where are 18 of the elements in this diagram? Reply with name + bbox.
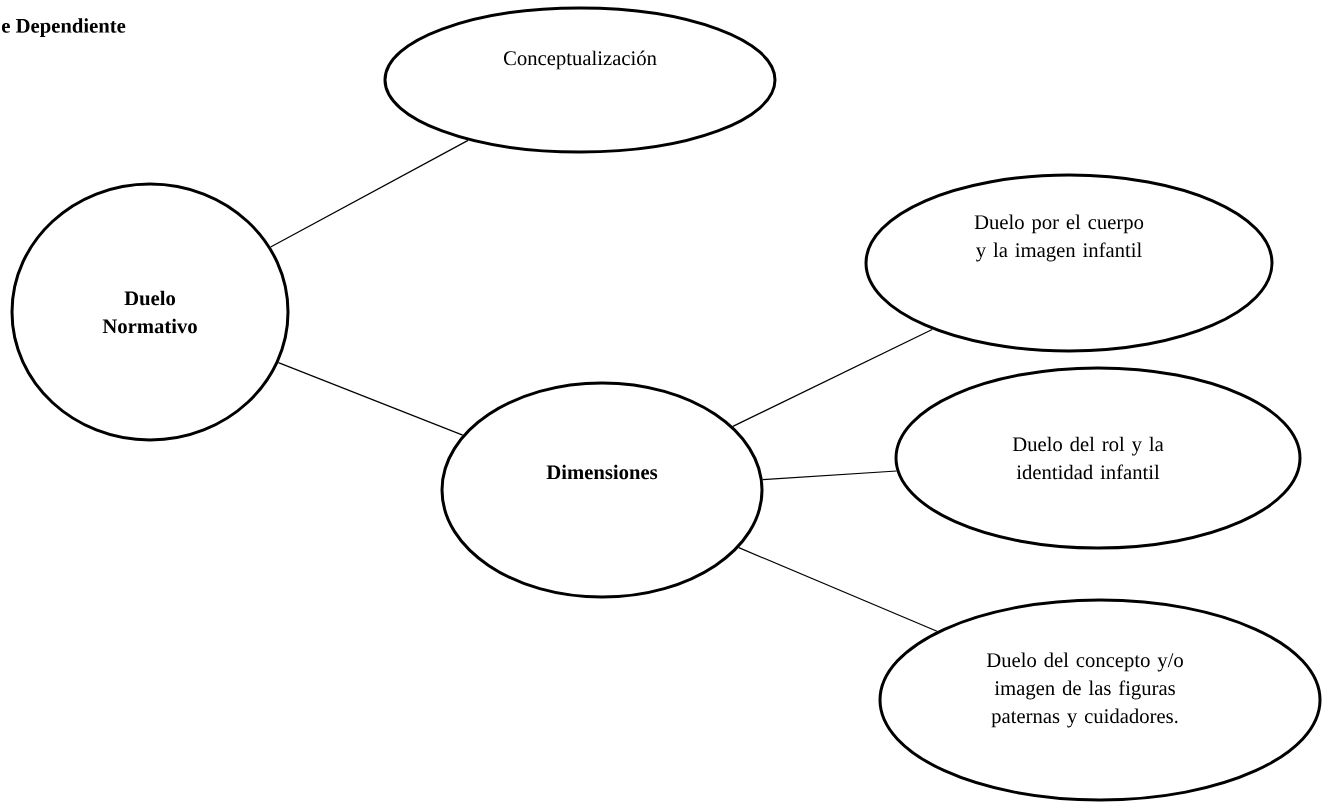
ellipse [440, 381, 764, 599]
heading-text: e Dependiente [2, 18, 126, 37]
node-text: Duelo del concepto y/o imagen de las figuras paternas y cuidadores. [986, 652, 1183, 728]
connector-line [277, 361, 464, 436]
connector-line [762, 470, 898, 481]
ellipse [878, 598, 1322, 802]
node-text: Duelo por el cuerpo y la imagen infantil [974, 214, 1144, 262]
connector-line [732, 328, 933, 427]
ellipse [894, 366, 1302, 550]
node-text: Duelo del rol y la identidad infantil [1012, 436, 1164, 480]
connector-line [270, 139, 469, 248]
node-text: Duelo Normativo [102, 290, 197, 334]
node-text: Conceptualización [503, 50, 657, 70]
node-text: Dimensiones [546, 464, 658, 480]
ellipse [864, 173, 1274, 353]
connector-line [738, 547, 938, 632]
ellipse [383, 6, 777, 154]
ellipse [10, 182, 290, 442]
